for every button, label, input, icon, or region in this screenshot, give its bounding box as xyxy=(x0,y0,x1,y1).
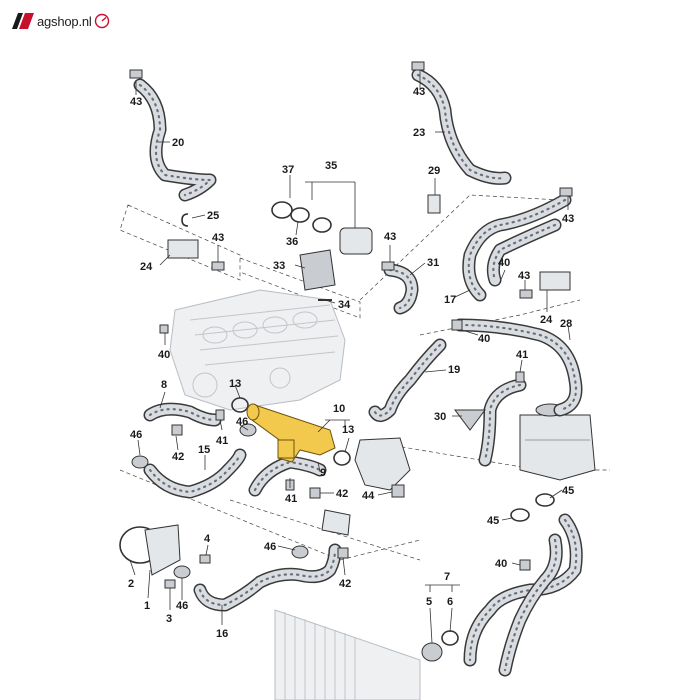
callout-label: 42 xyxy=(339,578,351,590)
callout-label: 30 xyxy=(434,411,446,423)
callout-label: 46 xyxy=(176,600,188,612)
callout-label: 46 xyxy=(236,416,248,428)
valve-24 xyxy=(539,271,571,291)
callout-label: 6 xyxy=(447,596,453,608)
hose-20 xyxy=(133,78,217,202)
callout-label: 5 xyxy=(426,596,432,608)
callout-label: 35 xyxy=(325,160,337,172)
hose-17 xyxy=(462,193,572,302)
clip-29 xyxy=(427,194,441,214)
callout-label: 42 xyxy=(336,488,348,500)
callout-label: 2 xyxy=(128,578,134,590)
callout-label: 24 xyxy=(540,314,553,326)
callout-label: 7 xyxy=(444,571,450,583)
callout-label: 13 xyxy=(342,424,354,436)
speedometer-icon xyxy=(94,13,109,29)
radiator xyxy=(274,609,421,700)
clamp-43 xyxy=(519,289,533,299)
clamp-43 xyxy=(411,61,425,71)
callout-label: 41 xyxy=(216,435,228,447)
callout-label: 42 xyxy=(172,451,184,463)
coolant-flange-10 xyxy=(246,403,336,463)
callout-label: 20 xyxy=(172,137,184,149)
callout-label: 36 xyxy=(286,236,298,248)
callout-label: 46 xyxy=(130,429,142,441)
clamp-43 xyxy=(211,261,225,271)
callout-label: 44 xyxy=(362,490,375,502)
clamp-43 xyxy=(381,261,395,271)
callout-label: 40 xyxy=(498,257,510,269)
callout-label: 9 xyxy=(320,467,326,479)
hose-23 xyxy=(411,68,512,185)
brand-mark-icon xyxy=(12,13,34,29)
callout-label: 43 xyxy=(212,232,224,244)
callout-label: 13 xyxy=(229,378,241,390)
pump-35 xyxy=(339,227,373,255)
thermostat-1 xyxy=(144,524,181,576)
clamp-43 xyxy=(559,187,573,197)
clamp-43 xyxy=(129,69,143,79)
hose-9 xyxy=(248,455,327,497)
callouts: 43 20 25 43 24 37 35 36 33 34 43 31 43 2… xyxy=(128,86,574,640)
callout-label: 8 xyxy=(161,379,167,391)
hose-28 xyxy=(453,318,583,417)
hoses xyxy=(133,68,583,677)
callout-label: 40 xyxy=(158,349,170,361)
hose-17b xyxy=(486,218,562,287)
callout-label: 43 xyxy=(518,270,530,282)
callout-label: 41 xyxy=(516,349,528,361)
callout-label: 43 xyxy=(562,213,574,225)
callout-label: 29 xyxy=(428,165,440,177)
callout-label: 25 xyxy=(207,210,219,222)
hose-41 xyxy=(478,378,527,467)
callout-label: 43 xyxy=(384,231,396,243)
callout-label: 4 xyxy=(204,533,211,545)
callout-label: 3 xyxy=(166,613,172,625)
leader-lines xyxy=(129,70,571,644)
callout-label: 16 xyxy=(216,628,228,640)
sensor-44 xyxy=(321,509,351,536)
brand-logo[interactable]: agshop.nl xyxy=(10,10,110,32)
hose-lower-radiator-b xyxy=(498,533,563,677)
sensor-30 xyxy=(454,409,486,431)
clip-25 xyxy=(181,213,189,227)
thermostat-housing xyxy=(354,437,411,491)
hose-19 xyxy=(368,338,447,422)
callout-label: 40 xyxy=(495,558,507,570)
callout-label: 28 xyxy=(560,318,572,330)
callout-label: 23 xyxy=(413,127,425,139)
bracket-33 xyxy=(299,249,336,291)
callout-label: 34 xyxy=(338,299,351,311)
callout-label: 17 xyxy=(444,294,456,306)
valve-24 xyxy=(167,239,199,259)
callout-label: 43 xyxy=(130,96,142,108)
hose-16 xyxy=(193,543,342,612)
parts xyxy=(119,61,573,662)
callout-label: 40 xyxy=(478,333,490,345)
callout-label: 1 xyxy=(144,600,150,612)
callout-label: 31 xyxy=(427,257,439,269)
callout-label: 45 xyxy=(487,515,499,527)
callout-label: 41 xyxy=(285,493,297,505)
callout-label: 10 xyxy=(333,403,345,415)
brand-name: agshop.nl xyxy=(37,13,92,29)
callout-label: 37 xyxy=(282,164,294,176)
callout-label: 43 xyxy=(413,86,425,98)
hose-31 xyxy=(383,263,419,315)
callout-label: 19 xyxy=(448,364,460,376)
engine-block xyxy=(169,289,346,411)
hose-8 xyxy=(143,402,222,427)
callout-label: 24 xyxy=(140,261,153,273)
callout-label: 45 xyxy=(562,485,574,497)
hose-15 xyxy=(143,448,247,499)
callout-label: 15 xyxy=(198,444,210,456)
callout-label: 33 xyxy=(273,260,285,272)
callout-label: 46 xyxy=(264,541,276,553)
